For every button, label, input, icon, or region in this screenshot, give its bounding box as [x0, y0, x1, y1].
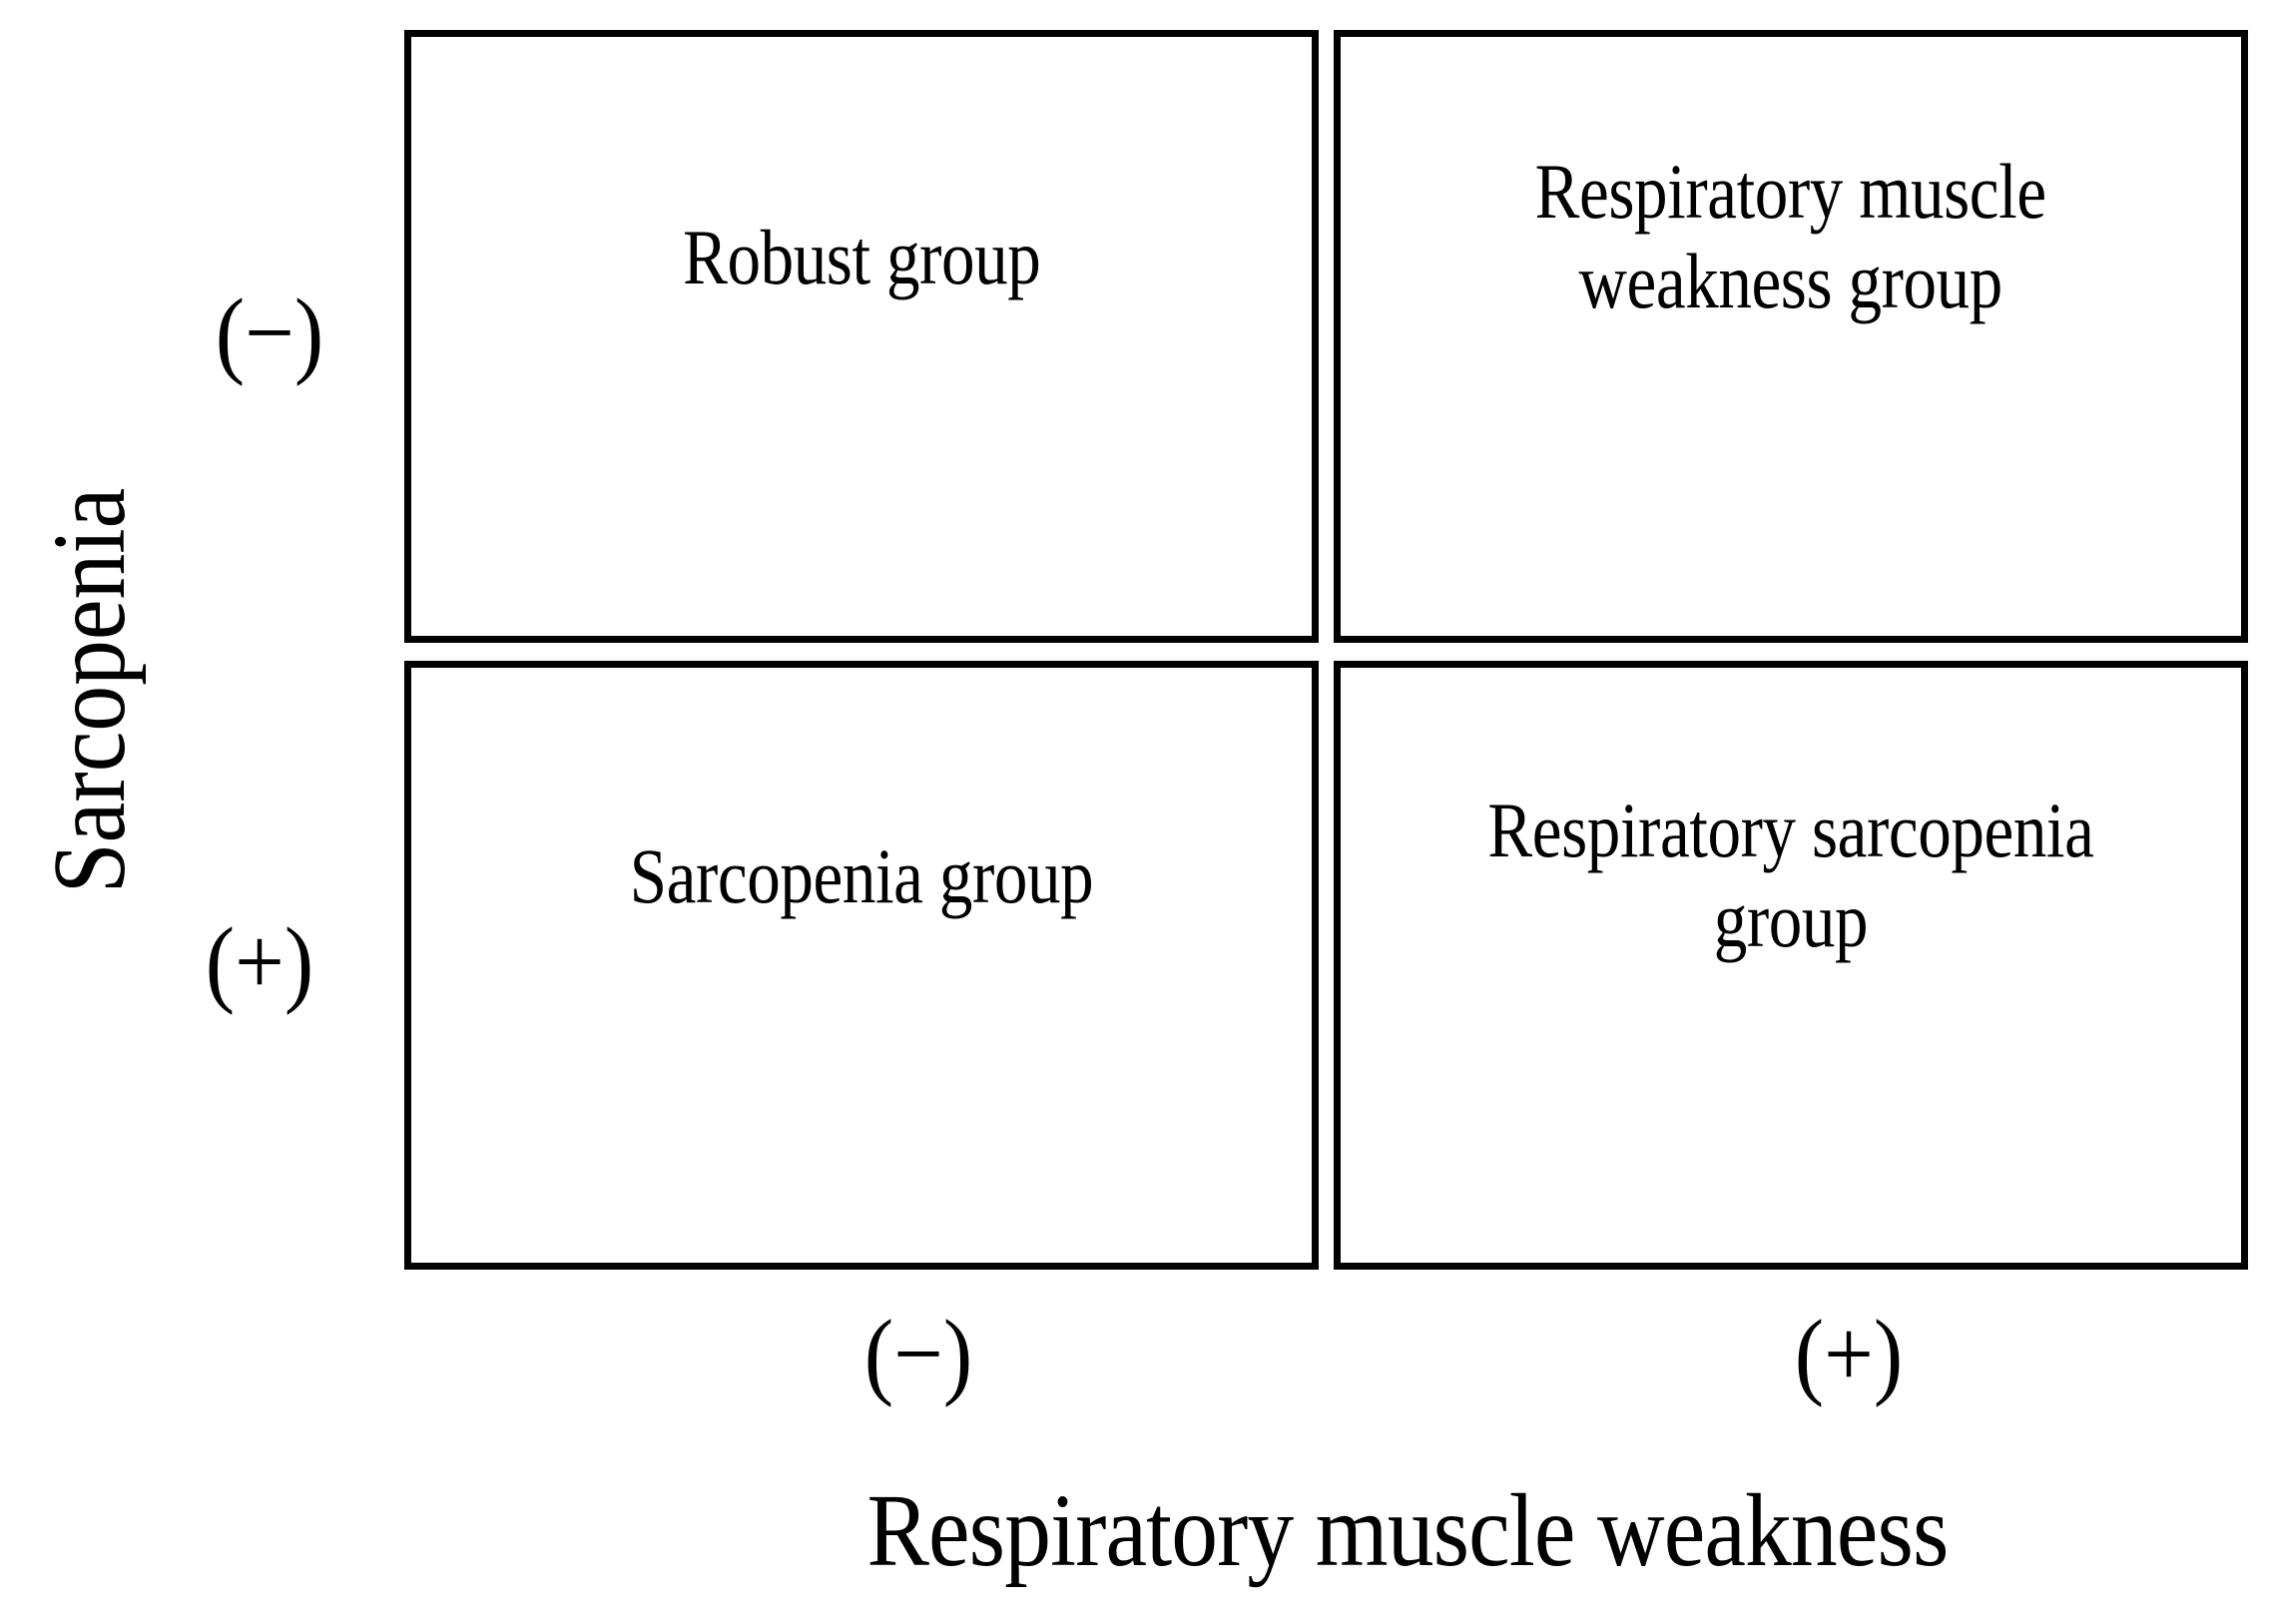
x-axis-tick-positive: (+) [1794, 1301, 1904, 1408]
quadrant-label-sarcopenia: Sarcopenia group [629, 832, 1094, 919]
quadrant-box-respiratory-sarcopenia: Respiratory sarcopenia group [1334, 661, 2248, 1270]
quadrant-box-sarcopenia: Sarcopenia group [404, 661, 1319, 1270]
x-axis-title: Respiratory muscle weakness [866, 1473, 1949, 1588]
quadrant-label-respiratory-muscle-weakness: Respiratory muscle weakness group [1534, 148, 2046, 325]
x-axis-tick-negative: (−) [863, 1301, 973, 1408]
quadrant-box-robust: Robust group [404, 30, 1319, 643]
y-axis-title: Sarcopenia [32, 487, 147, 894]
y-axis-tick-negative: (−) [215, 279, 324, 387]
quadrant-label-respiratory-sarcopenia: Respiratory sarcopenia group [1487, 787, 2094, 964]
quadrant-box-respiratory-muscle-weakness: Respiratory muscle weakness group [1334, 30, 2248, 643]
quadrant-label-robust: Robust group [682, 214, 1041, 300]
y-axis-tick-positive: (+) [205, 908, 314, 1016]
